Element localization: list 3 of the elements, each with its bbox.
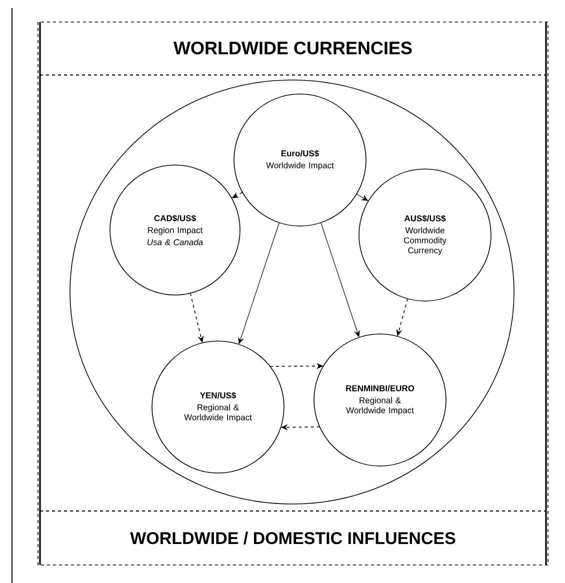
title: WORLDWIDE CURRENCIES <box>174 42 412 54</box>
footer-heading: WORLDWIDE / DOMESTIC INFLUENCES <box>130 532 456 544</box>
outer-circle <box>70 80 514 504</box>
